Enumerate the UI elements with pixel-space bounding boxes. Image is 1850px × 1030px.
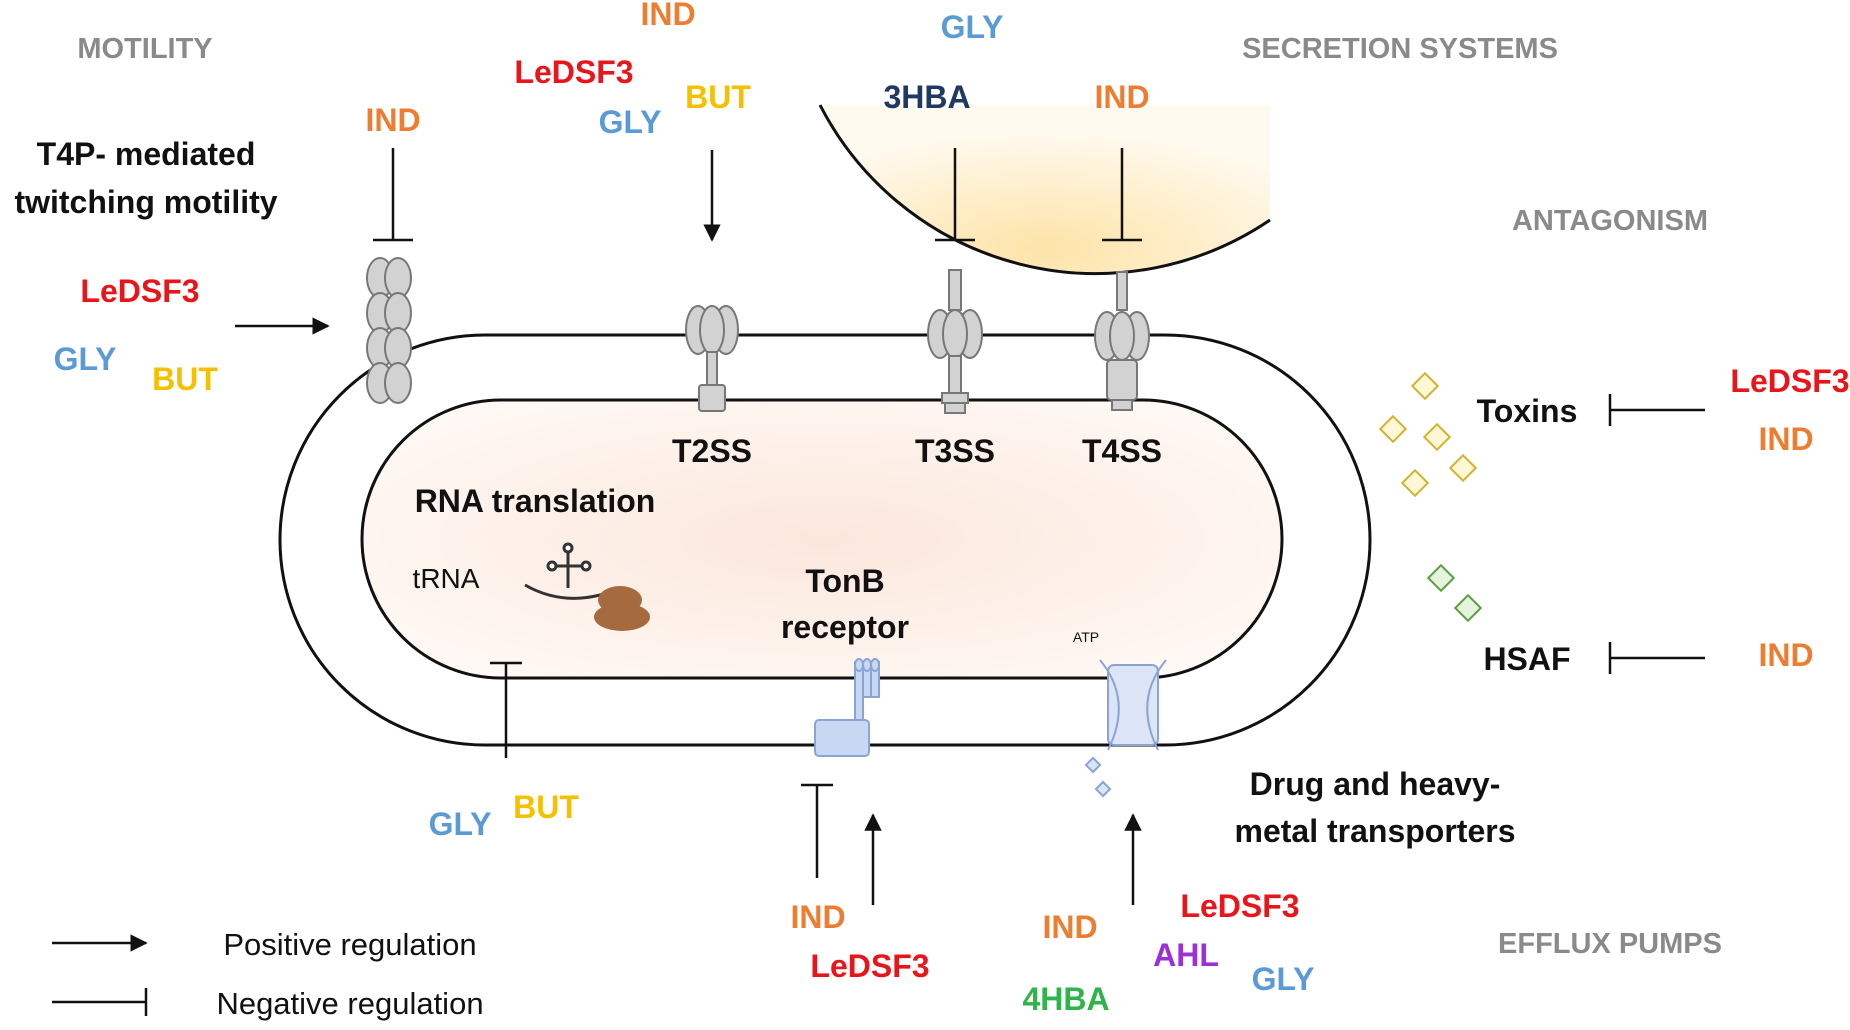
tonb-ind: IND xyxy=(790,899,845,935)
tonb-label-line2: receptor xyxy=(781,609,909,645)
rna-gly: GLY xyxy=(429,806,492,842)
ribosome-icon xyxy=(594,586,650,631)
tonb-label-line1: TonB xyxy=(805,563,884,599)
drug-transporters-line1: Drug and heavy- xyxy=(1250,766,1501,802)
t4ss-complex xyxy=(1094,271,1150,411)
t4p-label-line1: T4P- mediated xyxy=(37,136,256,172)
motility-ind: IND xyxy=(365,102,420,138)
host-cell-membrane xyxy=(818,104,1271,276)
toxins-ledsf3: LeDSF3 xyxy=(1730,363,1849,399)
section-antagonism: ANTAGONISM xyxy=(1512,205,1708,237)
hsaf-diamonds xyxy=(1426,563,1483,623)
t2ss-gly: GLY xyxy=(599,104,662,140)
host-cell xyxy=(820,105,1270,274)
inner-membrane xyxy=(360,398,1284,680)
t2ss-ledsf3: LeDSF3 xyxy=(514,54,633,90)
t3ss-complex xyxy=(927,269,983,414)
motility-ledsf3: LeDSF3 xyxy=(80,273,199,309)
toxin-diamonds xyxy=(1378,371,1478,498)
efflux-substrate-icon xyxy=(1084,756,1112,798)
efflux-ind: IND xyxy=(1042,909,1097,945)
efflux-4hba: 4HBA xyxy=(1022,981,1109,1017)
atp-label: ATP xyxy=(1073,629,1099,645)
section-motility: MOTILITY xyxy=(77,33,212,65)
t2ss-label: T2SS xyxy=(672,433,752,469)
rna-but: BUT xyxy=(513,789,579,825)
drug-transporters-line2: metal transporters xyxy=(1235,813,1516,849)
rna-translation-label: RNA translation xyxy=(415,483,656,519)
t4p-label-line2: twitching motility xyxy=(14,184,277,220)
trna-label: tRNA xyxy=(413,563,480,594)
legend-positive-label: Positive regulation xyxy=(223,927,476,962)
t2ss-complex xyxy=(685,305,739,412)
t3ss-3hba: 3HBA xyxy=(883,79,970,115)
motility-gly: GLY xyxy=(54,341,117,377)
motility-but: BUT xyxy=(152,361,218,397)
t3ss-label: T3SS xyxy=(915,433,995,469)
toxins-ind: IND xyxy=(1758,421,1813,457)
efflux-transporter-icon xyxy=(1099,659,1167,751)
t4ss-label: T4SS xyxy=(1082,433,1162,469)
toxins-label: Toxins xyxy=(1477,393,1578,429)
efflux-ahl: AHL xyxy=(1153,937,1219,973)
efflux-ledsf3: LeDSF3 xyxy=(1180,888,1299,924)
t3ss-gly: GLY xyxy=(941,9,1004,45)
t2ss-but: BUT xyxy=(685,79,751,115)
hsaf-label: HSAF xyxy=(1483,641,1570,677)
section-efflux-pumps: EFFLUX PUMPS xyxy=(1498,928,1722,960)
t4ss-ind: IND xyxy=(1094,79,1149,115)
tonb-receptor-icon xyxy=(814,658,880,757)
t2ss-ind: IND xyxy=(640,0,695,32)
efflux-gly: GLY xyxy=(1252,961,1315,997)
hsaf-ind: IND xyxy=(1758,637,1813,673)
legend-negative-label: Negative regulation xyxy=(216,986,483,1021)
section-secretion-systems: SECRETION SYSTEMS xyxy=(1242,33,1558,65)
tonb-ledsf3: LeDSF3 xyxy=(810,948,929,984)
t4p-pilus xyxy=(366,257,412,404)
